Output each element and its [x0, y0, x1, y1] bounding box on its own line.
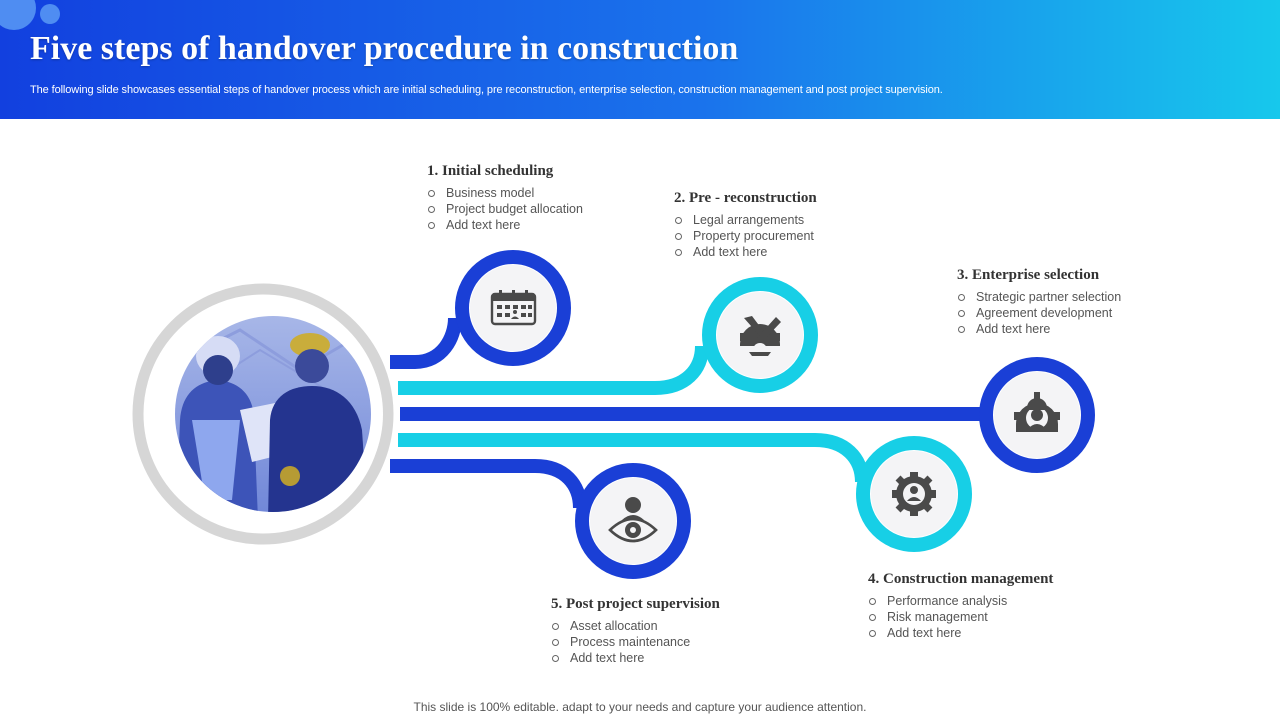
- step-3-text: 3. Enterprise selection Strategic partne…: [957, 267, 1121, 337]
- step-5-list: Asset allocation Process maintenance Add…: [551, 618, 720, 666]
- step-1-list: Business model Project budget allocation…: [427, 185, 583, 233]
- step-1-title: 1. Initial scheduling: [427, 163, 554, 179]
- list-item: Business model: [427, 185, 583, 201]
- step-3-title: 3. Enterprise selection: [957, 267, 1100, 283]
- footer-note: This slide is 100% editable. adapt to yo…: [413, 700, 867, 714]
- step-4-list: Performance analysis Risk management Add…: [868, 593, 1053, 641]
- list-item: Performance analysis: [868, 593, 1053, 609]
- engineer-gear-icon: [1014, 392, 1060, 432]
- list-item: Process maintenance: [551, 634, 720, 650]
- list-item: Project budget allocation: [427, 201, 583, 217]
- header-banner: Five steps of handover procedure in cons…: [0, 0, 1280, 119]
- list-item: Asset allocation: [551, 618, 720, 634]
- page-title: Five steps of handover procedure in cons…: [30, 30, 739, 67]
- tools-gear-icon: [740, 316, 781, 357]
- list-item: Add text here: [551, 650, 720, 666]
- list-item: Property procurement: [674, 228, 817, 244]
- list-item: Strategic partner selection: [957, 289, 1121, 305]
- hub-outer-ring: [132, 283, 394, 545]
- step-1-text: 1. Initial scheduling Business model Pro…: [427, 163, 583, 233]
- decor-bubble-small: [40, 4, 60, 24]
- step-2-list: Legal arrangements Property procurement …: [674, 212, 817, 260]
- step-5-text: 5. Post project supervision Asset alloca…: [551, 596, 720, 666]
- list-item: Risk management: [868, 609, 1053, 625]
- step-2-text: 2. Pre - reconstruction Legal arrangemen…: [674, 190, 817, 260]
- calendar-icon: [490, 290, 537, 326]
- list-item: Add text here: [957, 321, 1121, 337]
- list-item: Add text here: [868, 625, 1053, 641]
- page-subtitle: The following slide showcases essential …: [30, 84, 943, 96]
- step-2-title: 2. Pre - reconstruction: [674, 190, 817, 206]
- list-item: Legal arrangements: [674, 212, 817, 228]
- eye-person-icon: [608, 497, 658, 543]
- step-3-list: Strategic partner selection Agreement de…: [957, 289, 1121, 337]
- construction-workers-photo: [175, 316, 371, 512]
- list-item: Add text here: [427, 217, 583, 233]
- step-4-title: 4. Construction management: [868, 571, 1054, 587]
- step-5-title: 5. Post project supervision: [551, 596, 720, 612]
- list-item: Agreement development: [957, 305, 1121, 321]
- person-gear-icon: [892, 472, 936, 516]
- list-item: Add text here: [674, 244, 817, 260]
- step-4-text: 4. Construction management Performance a…: [868, 571, 1053, 641]
